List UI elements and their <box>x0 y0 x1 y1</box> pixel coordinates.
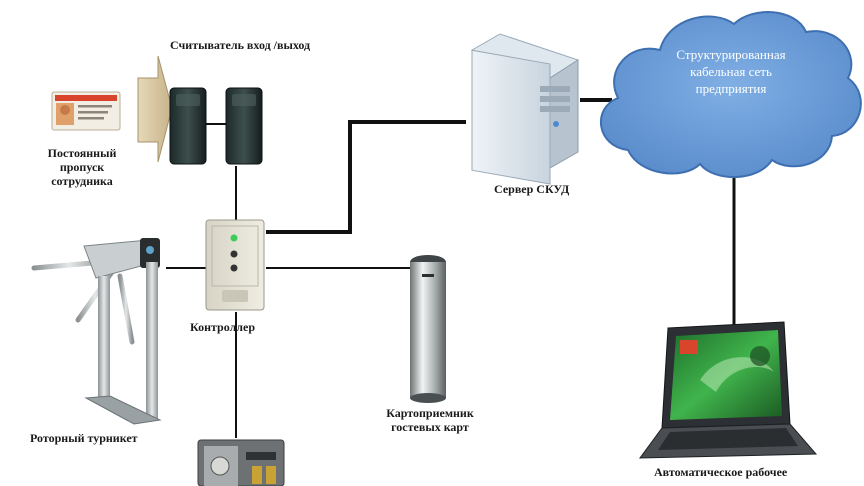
employee-badge-icon <box>51 91 121 131</box>
label-card-collector: Картоприемник гостевых карт <box>370 406 490 434</box>
label-employee-pass: Постоянный пропуск сотрудника <box>36 146 128 188</box>
server-tower-icon <box>470 33 580 185</box>
label-pass-line-1: Постоянный <box>47 146 117 160</box>
label-cloud: Структурированная кабельная сеть предпри… <box>636 46 826 97</box>
label-cloud-line-1: Структурированная <box>676 47 786 62</box>
label-pass-line-3: сотрудника <box>51 174 113 188</box>
entry-arrow-icon <box>137 55 173 163</box>
tripod-turnstile-icon <box>31 238 162 425</box>
label-pass-line-2: пропуск <box>59 160 105 174</box>
line-controller-server <box>266 120 466 234</box>
connection-lines <box>166 98 736 438</box>
label-server: Сервер СКУД <box>494 182 570 196</box>
label-cloud-line-2: кабельная сеть <box>690 64 772 79</box>
card-reader-icon <box>169 87 207 165</box>
electromechanical-lock-icon <box>197 439 285 486</box>
network-cloud-icon <box>600 11 862 178</box>
card-reader-icon <box>225 87 263 165</box>
label-workstation: Автоматическое рабочее <box>654 465 788 479</box>
label-collector-line-2: гостевых карт <box>391 420 469 434</box>
controller-icon <box>205 219 265 311</box>
label-turnstile: Роторный турникет <box>30 431 138 445</box>
label-reader: Считыватель вход /выход <box>170 38 311 52</box>
label-controller: Контроллер <box>190 320 256 334</box>
laptop-workstation-icon <box>638 321 818 459</box>
label-collector-line-1: Картоприемник <box>386 406 474 420</box>
label-cloud-line-3: предприятия <box>695 81 767 96</box>
card-collector-icon <box>410 255 446 403</box>
